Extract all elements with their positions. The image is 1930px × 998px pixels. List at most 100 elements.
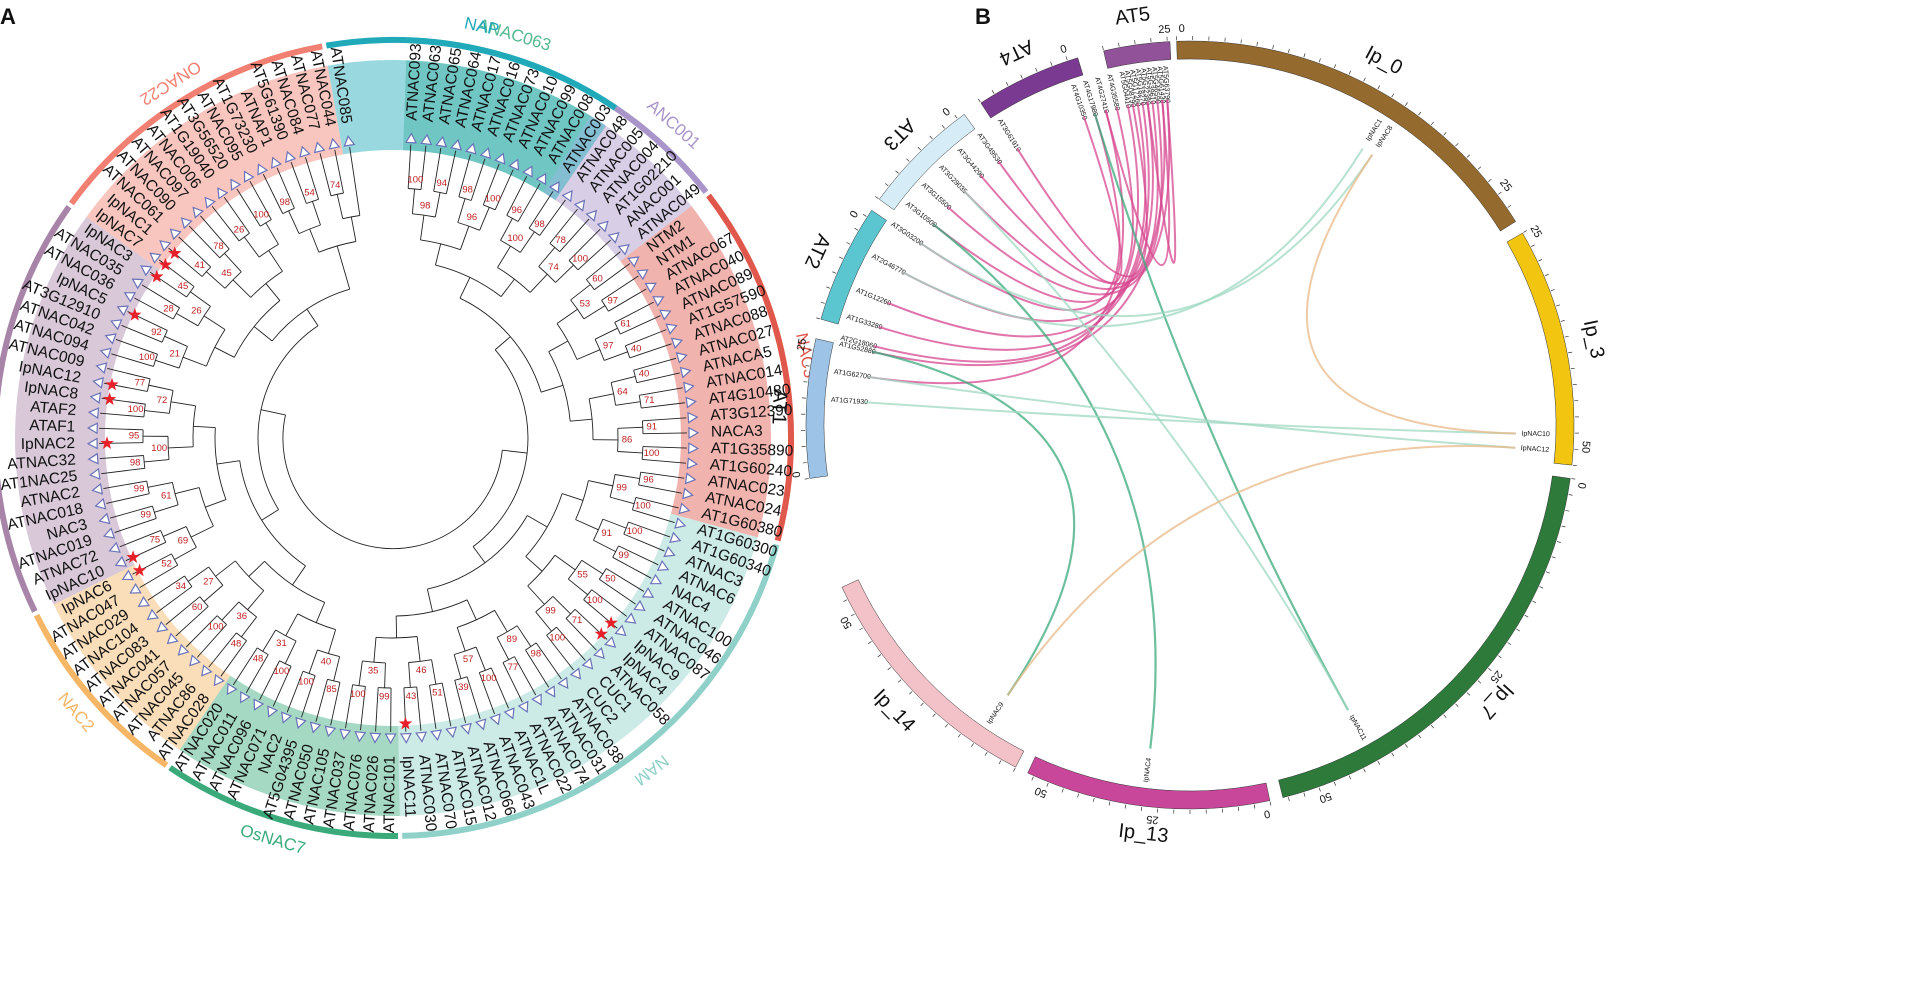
leaf-marker bbox=[92, 377, 104, 389]
tick-label: 0 bbox=[848, 209, 861, 221]
axis-tick bbox=[1363, 77, 1366, 82]
tree-branch bbox=[641, 446, 644, 460]
tree-branch bbox=[106, 493, 150, 504]
axis-tick bbox=[1377, 85, 1381, 90]
tree-branch bbox=[160, 530, 167, 543]
chromosome-label: AT4 bbox=[996, 35, 1037, 70]
tree-branch bbox=[163, 526, 187, 537]
bootstrap-value: 100 bbox=[139, 352, 155, 363]
axis-tick bbox=[920, 702, 924, 707]
tree-branch bbox=[604, 351, 628, 361]
leaf-marker bbox=[517, 700, 529, 713]
leaf-marker bbox=[201, 664, 213, 677]
tree-branch bbox=[565, 618, 597, 651]
bootstrap-value: 100 bbox=[128, 404, 144, 415]
bootstrap-value: 99 bbox=[618, 550, 629, 561]
leaf-marker bbox=[678, 502, 691, 515]
tree-branch bbox=[333, 656, 341, 681]
tree-branch bbox=[586, 279, 595, 290]
tree-branch bbox=[203, 584, 224, 602]
gene-label: AT1G62700 bbox=[833, 369, 871, 381]
star-icon bbox=[398, 716, 413, 730]
tick-label: 0 bbox=[941, 106, 953, 119]
leaf-marker bbox=[415, 731, 428, 743]
tree-branch bbox=[336, 245, 351, 290]
leaf-marker bbox=[544, 685, 556, 698]
leaf-marker bbox=[102, 527, 116, 539]
tree-branch bbox=[426, 589, 433, 612]
leaf-marker bbox=[257, 163, 269, 176]
axis-tick bbox=[1013, 767, 1016, 772]
bootstrap-value: 74 bbox=[330, 180, 341, 191]
leaf-label: NACA3 bbox=[711, 423, 763, 441]
tree-branch bbox=[497, 245, 511, 268]
tree-branch bbox=[248, 560, 265, 577]
tree-branch bbox=[568, 228, 601, 261]
axis-tick bbox=[1418, 111, 1422, 116]
leaf-marker bbox=[557, 676, 569, 690]
tick-label: 0 bbox=[1059, 43, 1069, 56]
tree-branch bbox=[445, 150, 457, 194]
leaf-marker bbox=[659, 309, 672, 321]
leaf-marker bbox=[522, 165, 533, 178]
axis-tick bbox=[850, 613, 855, 617]
bootstrap-value: 34 bbox=[176, 581, 187, 592]
axis-tick bbox=[1560, 320, 1565, 322]
tree-branch bbox=[478, 672, 495, 715]
bootstrap-value: 35 bbox=[368, 666, 379, 677]
axis-tick bbox=[1240, 39, 1242, 44]
tree-branch bbox=[290, 162, 307, 204]
clade-ring-nam bbox=[402, 543, 780, 839]
leaf-marker bbox=[328, 137, 341, 150]
axis-tick bbox=[1269, 801, 1272, 806]
tree-branch bbox=[206, 271, 226, 289]
bootstrap-value: 60 bbox=[192, 602, 203, 613]
bootstrap-value: 100 bbox=[273, 666, 289, 677]
axis-tick bbox=[1477, 166, 1482, 170]
bootstrap-value: 45 bbox=[221, 268, 232, 279]
axis-tick bbox=[917, 146, 921, 151]
bootstrap-value: 40 bbox=[639, 369, 650, 380]
bootstrap-value: 43 bbox=[406, 691, 417, 702]
tree-branch bbox=[360, 686, 366, 731]
tree-branch bbox=[479, 667, 492, 674]
leaf-marker bbox=[670, 337, 684, 350]
tree-branch bbox=[641, 420, 644, 434]
tree-branch bbox=[279, 660, 292, 667]
tree-branch bbox=[139, 564, 178, 588]
star-icon bbox=[168, 246, 182, 259]
leaf-marker bbox=[89, 467, 101, 480]
bootstrap-value: 95 bbox=[129, 431, 140, 442]
tree-branch bbox=[161, 330, 168, 343]
circos-plot: AT525Ip_0025Ip_32550Ip_702550Ip_1302550I… bbox=[767, 3, 1608, 847]
tree-branch bbox=[238, 601, 257, 618]
chromosome-label: Ip_7 bbox=[1476, 679, 1518, 723]
tree-branch bbox=[628, 521, 671, 538]
leaf-label: IpNAC11 bbox=[399, 755, 419, 817]
leaf-marker bbox=[309, 721, 322, 734]
axis-tick bbox=[1318, 58, 1321, 63]
tree-branch bbox=[546, 635, 574, 671]
star-icon bbox=[100, 436, 114, 449]
leaf-marker bbox=[177, 643, 190, 656]
star-icon bbox=[105, 377, 119, 391]
tree-branch bbox=[185, 615, 218, 648]
tree-branch bbox=[516, 625, 532, 647]
leaf-marker bbox=[149, 252, 162, 264]
axis-tick bbox=[1092, 797, 1095, 802]
synteny-link bbox=[932, 107, 1134, 303]
leaf-marker bbox=[460, 722, 472, 735]
tree-branch bbox=[538, 266, 556, 283]
tree-branch bbox=[198, 487, 214, 527]
leaf-marker bbox=[569, 667, 582, 680]
tree-branch bbox=[309, 228, 320, 253]
tree-branch bbox=[407, 144, 412, 189]
tree-branch bbox=[457, 609, 495, 628]
leaf-marker bbox=[87, 407, 100, 420]
bootstrap-value: 100 bbox=[350, 689, 366, 700]
tree-branch bbox=[170, 401, 196, 407]
leaf-marker bbox=[652, 296, 665, 307]
tree-branch bbox=[315, 679, 328, 722]
leaf-marker bbox=[87, 452, 99, 465]
tree-branch bbox=[431, 659, 437, 685]
